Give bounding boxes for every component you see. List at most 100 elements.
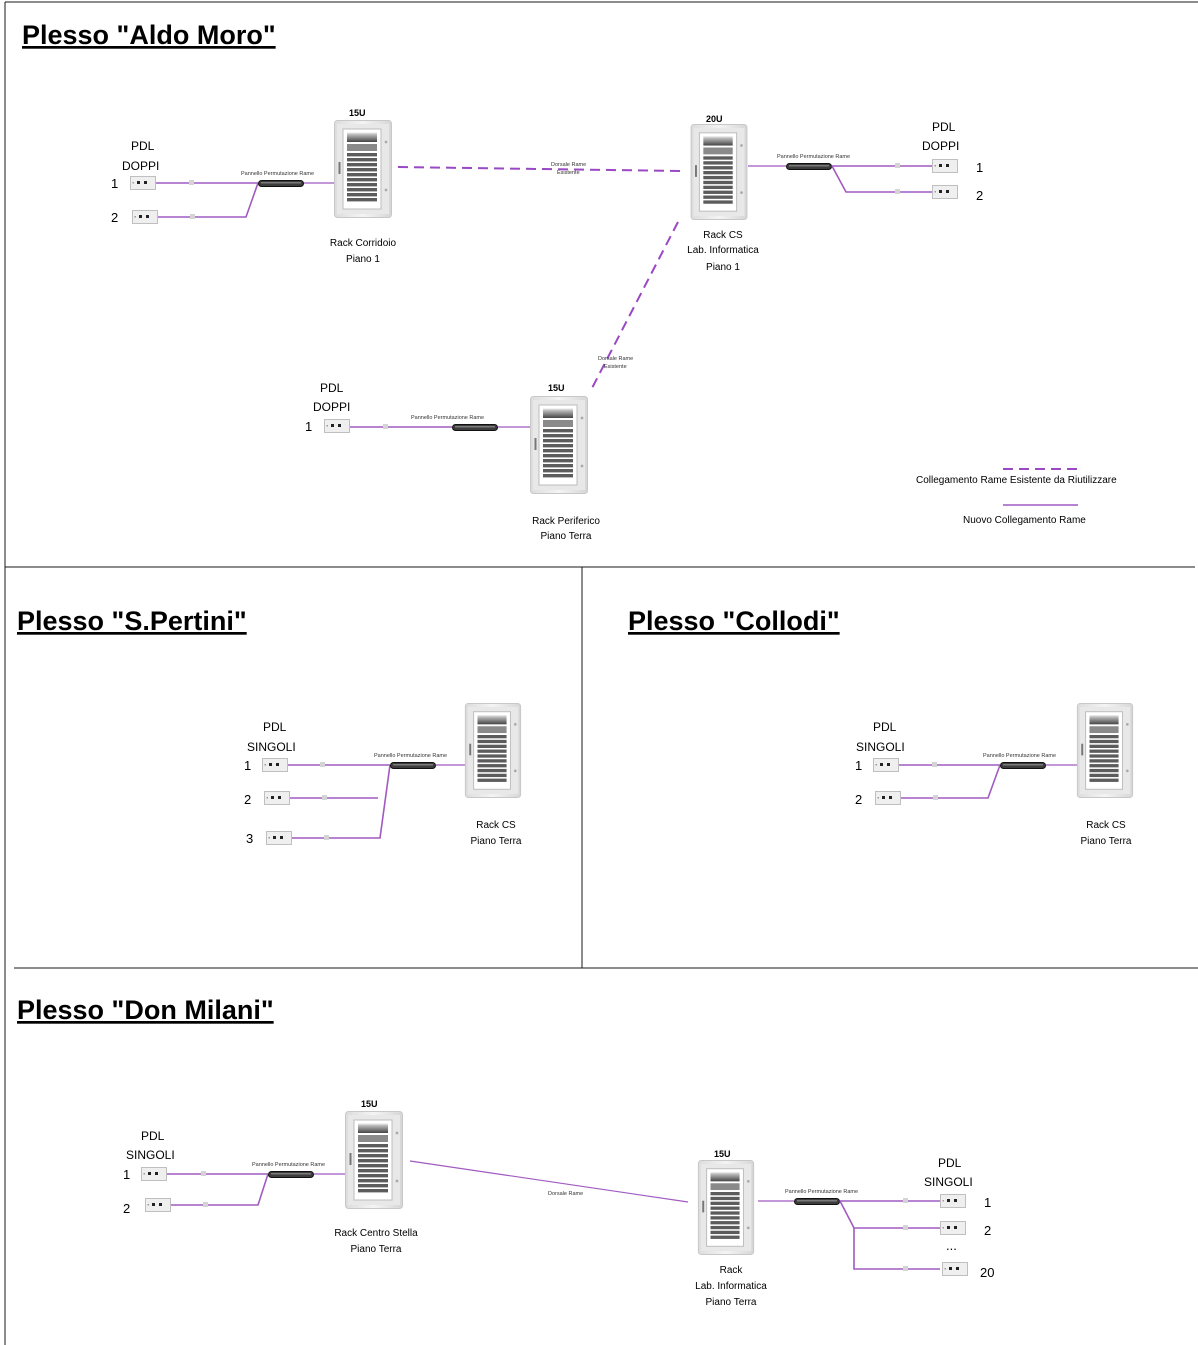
- port-number: 2: [244, 792, 251, 807]
- copper-link: [292, 764, 391, 839]
- rack-corridoio: [334, 120, 392, 218]
- rack-lab-informatica: [697, 1160, 755, 1255]
- rack-floor-label: Piano Terra: [541, 531, 592, 542]
- patch-panel-label: Pannello Permutazione Rame: [374, 753, 447, 759]
- patch-panel-label: Pannello Permutazione Rame: [785, 1189, 858, 1195]
- wall-outlet: [940, 1194, 966, 1208]
- pdl-label: PDL: [263, 720, 287, 734]
- port-number: 1: [123, 1167, 130, 1182]
- pdl-label: PDL: [320, 381, 344, 395]
- section-title-aldo-moro: Plesso "Aldo Moro": [22, 20, 276, 50]
- rack-label: Rack Periferico: [532, 516, 600, 527]
- rack-label: Rack CS: [1086, 820, 1126, 831]
- rack-units-label: 15U: [349, 108, 366, 118]
- patch-panel: [452, 424, 498, 431]
- pdl-type-label: DOPPI: [922, 139, 959, 153]
- section-collodi: Plesso "Collodi" PDL SINGOLI 1 2 Pannell…: [628, 606, 1134, 847]
- rack-room-label: Lab. Informatica: [695, 1281, 767, 1292]
- wall-outlet: [324, 419, 350, 433]
- section-frames: [4, 1, 1198, 1345]
- wall-outlet: [940, 1221, 966, 1235]
- patch-panel: [258, 180, 304, 187]
- patch-panel: [390, 762, 436, 769]
- copper-link: [171, 1173, 269, 1206]
- copper-link: [853, 1228, 940, 1270]
- copper-link: [831, 165, 932, 193]
- rack-label: Rack Centro Stella: [334, 1228, 418, 1239]
- pdl-type-label: DOPPI: [313, 400, 350, 414]
- section-pertini: Plesso "S.Pertini" PDL SINGOLI 1 2 3 Pan…: [17, 606, 522, 847]
- section-title-pertini: Plesso "S.Pertini": [17, 606, 247, 636]
- port-number: 3: [246, 831, 253, 846]
- port-number: 2: [111, 210, 118, 225]
- rack-units-label: 15U: [548, 383, 565, 393]
- rack-floor-label: Piano Terra: [471, 836, 522, 847]
- port-number: 1: [855, 758, 862, 773]
- rack-floor-label: Piano 1: [346, 254, 380, 265]
- section-title-don-milani: Plesso "Don Milani": [17, 995, 274, 1025]
- dorsale-label: Esistente: [557, 170, 580, 176]
- port-number: 2: [855, 792, 862, 807]
- copper-link: [839, 1200, 940, 1229]
- pdl-type-label: SINGOLI: [856, 740, 905, 754]
- copper-link: [901, 764, 1001, 799]
- rack-label: Rack Corridoio: [330, 238, 397, 249]
- wall-outlet: [932, 159, 958, 173]
- existing-link-corridoio-cs: [397, 166, 683, 172]
- port-number: 1: [244, 758, 251, 773]
- port-number: 1: [984, 1195, 991, 1210]
- patch-panel-label: Pannello Permutazione Rame: [411, 415, 484, 421]
- pdl-label: PDL: [938, 1156, 962, 1170]
- rack-floor-label: Piano Terra: [1081, 836, 1132, 847]
- port-number: 1: [305, 419, 312, 434]
- port-number: 1: [976, 160, 983, 175]
- pdl-label: PDL: [932, 120, 956, 134]
- section-aldo-moro: Plesso "Aldo Moro" Dorsale Rame Esistent…: [22, 20, 1117, 542]
- rack-periferico: [530, 396, 588, 494]
- patch-panel: [1000, 762, 1046, 769]
- patch-panel: [786, 163, 832, 170]
- wall-outlet: [266, 831, 292, 845]
- patch-panel-label: Pannello Permutazione Rame: [777, 154, 850, 160]
- rack-cs: [690, 124, 748, 220]
- pdl-type-label: DOPPI: [122, 159, 159, 173]
- port-number: 2: [123, 1201, 130, 1216]
- pdl-type-label: SINGOLI: [126, 1148, 175, 1162]
- wall-outlet: [942, 1262, 968, 1276]
- legend: Collegamento Rame Esistente da Riutilizz…: [916, 468, 1117, 526]
- legend-existing-label: Collegamento Rame Esistente da Riutilizz…: [916, 475, 1117, 486]
- section-don-milani: Plesso "Don Milani" PDL SINGOLI 1 2 Pann…: [17, 995, 994, 1308]
- rack-cs: [1076, 703, 1134, 798]
- pdl-label: PDL: [141, 1129, 165, 1143]
- rack-centro-stella: [345, 1111, 403, 1209]
- pdl-label: PDL: [873, 720, 897, 734]
- pdl-type-label: SINGOLI: [924, 1175, 973, 1189]
- wall-outlet: [141, 1167, 167, 1181]
- dorsale-label: Dorsale Rame: [551, 162, 586, 168]
- dorsale-label: Dorsale Rame: [548, 1191, 583, 1197]
- wall-outlet: [145, 1198, 171, 1212]
- pdl-label: PDL: [131, 139, 155, 153]
- legend-new-label: Nuovo Collegamento Rame: [963, 515, 1086, 526]
- patch-panel-label: Pannello Permutazione Rame: [983, 753, 1056, 759]
- wall-outlet: [130, 176, 156, 190]
- copper-link: [158, 182, 259, 218]
- rack-label: Rack CS: [703, 230, 743, 241]
- dorsale-label: Esistente: [604, 364, 627, 370]
- dorsale-label: Dorsale Rame: [598, 356, 633, 362]
- patch-panel: [268, 1171, 314, 1178]
- ellipsis-label: ...: [946, 1238, 957, 1253]
- rack-label: Rack CS: [476, 820, 516, 831]
- rack-units-label: 15U: [714, 1149, 731, 1159]
- wall-outlet: [873, 758, 899, 772]
- patch-panel: [794, 1198, 840, 1205]
- rack-floor-label: Piano 1: [706, 262, 740, 273]
- rack-label: Rack: [720, 1265, 744, 1276]
- wall-outlet: [932, 185, 958, 199]
- rack-floor-label: Piano Terra: [351, 1244, 402, 1255]
- port-number: 2: [976, 188, 983, 203]
- port-number: 1: [111, 176, 118, 191]
- wall-outlet: [262, 758, 288, 772]
- rack-room-label: Lab. Informatica: [687, 245, 759, 256]
